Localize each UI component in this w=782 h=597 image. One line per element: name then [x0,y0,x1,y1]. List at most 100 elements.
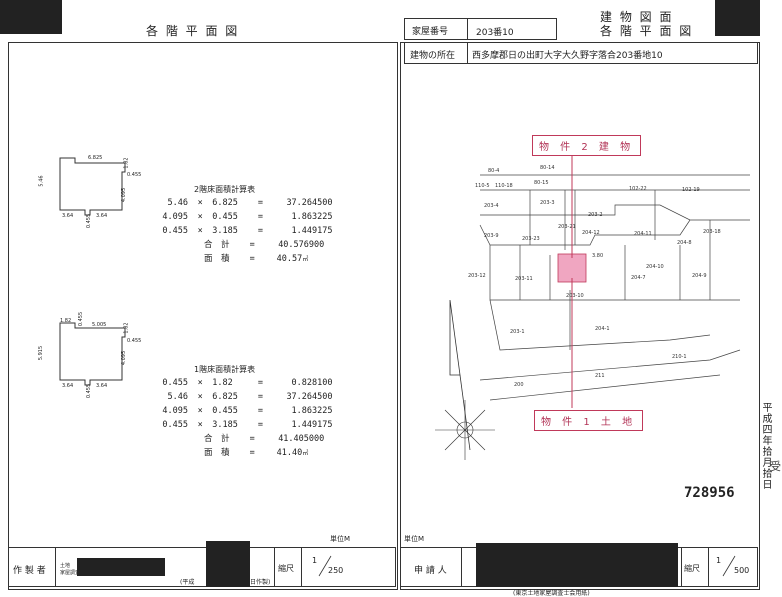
applicant-label: 申 請 人 [414,566,447,576]
compass-icon [435,400,495,460]
lot-label: 203-10 [566,293,584,299]
floor1-dim-top-c: 5.005 [92,322,107,328]
subject-building-highlight [557,253,587,283]
lot-label: 80-14 [540,165,555,171]
lot-label: 210-1 [672,354,687,360]
floor1-dim-bot-b: 0.455 [86,383,93,399]
scale-right-num: 1 [716,556,722,565]
floor1-dim-bot-c: 3.64 [96,383,108,389]
calc-row: 0.455 × 1.82 = 0.828100 [162,378,333,388]
lot-label: 80-15 [534,180,549,186]
association-note: (東京土地家屋調査士会用紙) [513,590,590,597]
calc-area-row: 面 積 = 40.57㎡ [204,254,309,264]
calc-row: 0.455 × 3.185 = 1.449175 [162,226,333,236]
calc-area-row: 面 積 = 41.40㎡ [204,448,309,458]
scale-right-label: 縮尺 [684,564,700,573]
floor2-plan-drawing [59,157,126,216]
lot-label: 102-22 [629,186,647,192]
left-sheet-title: 各 階 平 面 図 [146,24,240,38]
redaction-applicant [476,543,678,587]
floor1-dim-top-a: 1.82 [60,318,72,324]
lot-label: 203-2 [588,212,603,218]
redaction-top-right [715,0,760,36]
maker-label-cell [8,547,56,587]
location-value-cell [467,42,758,64]
scale-left-label-cell [274,547,302,587]
floor2-dim-top: 6.825 [88,155,103,161]
floor2-dim-right-b: 0.455 [127,172,142,178]
floor2-dim-right-c: 4.095 [121,187,128,203]
location-label: 建物の所在 [410,51,456,61]
redaction-maker-date [206,541,250,587]
right-sheet-title-1: 建 物 図 面 [600,10,674,24]
date-note: (平成 [180,579,195,586]
lot-label: 204-9 [692,273,707,279]
lot-label: 3.80 [592,253,604,259]
lot-label: 203-23 [522,236,540,242]
floor2-dim-right-a: 1.82 [123,157,130,169]
lot-label: 110-5 [475,183,490,189]
scale-right-den: 500 [734,566,750,575]
lot-label: 203-3 [540,200,555,206]
floor1-calc-table: 0.455 × 1.82 = 0.828100 5.46 × 6.825 = 3… [160,376,333,461]
lot-label: 203-9 [484,233,499,239]
lot-label: 102-19 [682,187,700,193]
lot-label: 203-1 [510,329,525,335]
location-value: 西多摩郡日の出町大字大久野字落合203番地10 [472,51,663,61]
lot-label: 80-4 [488,168,500,174]
calc-sum-row: 合 計 = 40.576900 [204,240,325,250]
floor1-calc-title: 1階床面積計算表 [194,365,256,374]
right-sheet-title-2: 各 階 平 面 図 [600,24,694,38]
applicant-label-cell [400,547,462,587]
calc-sum-row: 合 計 = 41.405000 [204,434,325,444]
scale-left-slash [318,555,332,577]
lot-label: 204-1 [595,326,610,332]
scale-right-slash [722,555,736,577]
house-no-label: 家屋番号 [412,27,449,37]
floor2-dim-left: 5.46 [38,175,45,187]
floor1-dim-right-b: 0.455 [127,338,142,344]
document-number: 728956 [684,485,735,501]
floor1-dim-right-c: 4.095 [121,350,128,366]
lot-label: 110-18 [495,183,513,189]
floor2-calc-table: 5.46 × 6.825 = 37.264500 4.095 × 0.455 =… [160,196,333,267]
site-map-drawing [435,150,750,460]
calc-row: 4.095 × 0.455 = 1.863225 [162,212,333,222]
scale-right-label-cell [681,547,709,587]
floor1-dim-right-a: 1.82 [123,322,130,334]
house-no-value-cell [467,18,557,40]
lot-label: 203-12 [468,273,486,279]
floor1-dim-top-b: 0.455 [78,311,85,327]
floor2-dim-bot-a: 3.64 [62,213,74,219]
calc-row: 5.46 × 6.825 = 37.264500 [167,392,333,402]
lot-label: 204-8 [677,240,692,246]
lot-label: 200 [514,382,524,388]
floor2-dim-bot-b: 0.455 [86,213,93,229]
unit-label-right: 単位M [404,535,425,543]
callout-building: 物 件 2 建 物 [532,135,642,156]
scale-left-den: 250 [328,566,344,575]
lot-label: 203-18 [703,229,721,235]
side-date-stamp: 平成四年拾月拾日 [760,402,771,490]
calc-row: 4.095 × 0.455 = 1.863225 [162,406,333,416]
floor1-dim-left: 5.915 [38,345,45,361]
lot-label: 204-7 [631,275,646,281]
handwritten-mark: 受 [770,460,781,473]
left-sheet-frame [8,42,398,590]
maker-label: 作 製 者 [13,566,46,576]
floor1-plan-drawing [59,322,126,386]
lot-label: 203-4 [484,203,499,209]
maker-sub1: 土地 [60,563,71,569]
scale-left-num: 1 [312,556,318,565]
lot-label: 204-11 [634,231,652,237]
lot-label: 204-10 [646,264,664,270]
floor2-calc-title: 2階床面積計算表 [194,185,256,194]
house-no-value: 203番10 [476,28,514,38]
calc-row: 0.455 × 3.185 = 1.449175 [162,420,333,430]
unit-label-left: 単位M [330,535,351,543]
redaction-top-left [0,0,62,34]
callout-land: 物 件 1 土 地 [534,410,644,431]
scale-left-label: 縮尺 [278,564,294,573]
floor1-dim-bot-a: 3.64 [62,383,74,389]
maker-sub2: 家屋調査士 [60,570,86,576]
